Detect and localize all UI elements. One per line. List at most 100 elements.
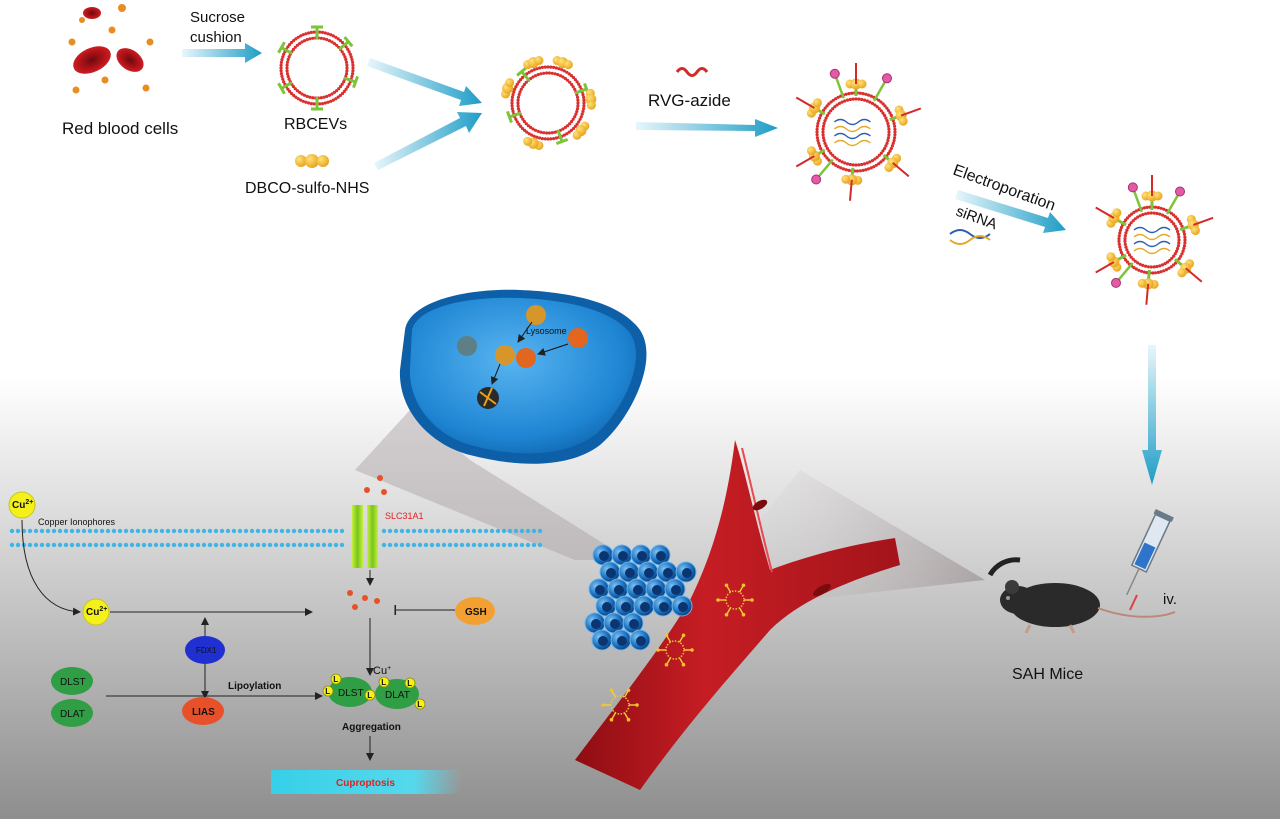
lipid-dot bbox=[311, 36, 315, 40]
sirna-cargo bbox=[1133, 226, 1171, 234]
mini-ev-ball bbox=[724, 583, 729, 588]
dbco-ball bbox=[586, 100, 596, 110]
cell-nucleus bbox=[637, 551, 647, 561]
lipid-dot bbox=[279, 60, 283, 64]
membrane-lipid bbox=[147, 542, 153, 548]
lipid-dot bbox=[836, 165, 840, 169]
lipid-dot bbox=[1172, 254, 1176, 258]
lipid-dot bbox=[325, 94, 329, 98]
lipid-dot bbox=[865, 161, 869, 165]
lipid-dot bbox=[511, 93, 515, 97]
lipid-dot bbox=[343, 55, 347, 59]
lipid-dot bbox=[1176, 229, 1180, 234]
membrane-lipid bbox=[135, 528, 141, 534]
lipid-dot bbox=[285, 63, 289, 67]
lipid-dot bbox=[578, 117, 582, 121]
membrane-lipid bbox=[471, 542, 477, 548]
lipid-dot bbox=[581, 93, 585, 97]
membrane-lipid bbox=[435, 528, 441, 534]
lipid-dot bbox=[1182, 246, 1186, 250]
lipid-dot bbox=[327, 39, 332, 43]
lipid-dot bbox=[569, 128, 573, 132]
membrane-lipid bbox=[51, 528, 57, 534]
lipid-dot bbox=[1126, 226, 1130, 230]
zoom-beam-cell bbox=[355, 410, 630, 560]
membrane-lipid bbox=[507, 542, 513, 548]
membrane-lipid bbox=[471, 528, 477, 534]
lipid-dot bbox=[1162, 207, 1166, 211]
lipid-dot bbox=[535, 67, 539, 71]
mini-ev-ligand bbox=[666, 635, 672, 643]
lipid-dot bbox=[881, 111, 885, 115]
lipid-dot bbox=[1164, 268, 1168, 272]
membrane-lipid bbox=[39, 528, 45, 534]
lipid-dot bbox=[893, 130, 897, 134]
dbco-ball bbox=[505, 78, 515, 88]
mini-ev-ligand bbox=[678, 635, 684, 643]
lipid-dot bbox=[1175, 249, 1179, 253]
lipid-dot bbox=[858, 169, 862, 173]
copper-ions-extracellular bbox=[364, 475, 387, 495]
syringe-icon bbox=[1126, 509, 1174, 611]
dbco-molecule bbox=[295, 154, 329, 168]
dbco-ball bbox=[812, 98, 822, 108]
lipid-dot bbox=[291, 84, 295, 89]
lipid-dot bbox=[835, 103, 839, 107]
lipid-dot bbox=[291, 47, 295, 52]
lipid-dot bbox=[351, 72, 355, 76]
membrane-lipid bbox=[429, 542, 435, 548]
membrane-lipid bbox=[423, 542, 429, 548]
loaded-rbcev-vesicle bbox=[1095, 175, 1214, 305]
mini-ev-ball bbox=[681, 633, 686, 638]
membrane-lipid bbox=[453, 528, 459, 534]
lipid-dot bbox=[570, 82, 574, 87]
lipid-dot bbox=[890, 144, 894, 148]
membrane-lipid bbox=[477, 542, 483, 548]
lipid-dot bbox=[510, 107, 514, 111]
membrane-lipid bbox=[171, 542, 177, 548]
lipid-dot bbox=[843, 99, 847, 103]
label-sah-mice: SAH Mice bbox=[1012, 666, 1083, 683]
rvg-rbcev-vesicle bbox=[795, 63, 922, 201]
membrane-lipid bbox=[531, 542, 537, 548]
membrane-lipid bbox=[327, 542, 333, 548]
label-gsh: GSH bbox=[465, 607, 487, 618]
lipid-dot bbox=[1146, 265, 1150, 269]
lipid-dot bbox=[516, 107, 521, 111]
microglia-cluster bbox=[584, 544, 697, 651]
lipid-dot bbox=[527, 70, 531, 74]
lipid-dot bbox=[279, 69, 283, 73]
membrane-lipid bbox=[105, 542, 111, 548]
lipid-dot bbox=[886, 136, 891, 140]
lipid-dot bbox=[831, 162, 835, 166]
dbco-ball bbox=[1106, 252, 1116, 262]
membrane-lipid bbox=[81, 528, 87, 534]
lipid-dot bbox=[329, 99, 333, 103]
lipid-dot bbox=[821, 124, 826, 128]
dbco-ball bbox=[563, 60, 573, 70]
lipid-dot bbox=[299, 34, 303, 38]
lipid-dot bbox=[345, 66, 349, 70]
lipid-dot bbox=[1149, 265, 1153, 269]
lipid-dot bbox=[879, 151, 883, 155]
arrow-rbcev-to-conjugate bbox=[367, 58, 482, 106]
membrane-lipid bbox=[429, 528, 435, 534]
lipid-dot bbox=[848, 162, 852, 167]
lipid-dot bbox=[281, 55, 285, 59]
lipid-dot bbox=[889, 147, 893, 151]
membrane-lipid bbox=[225, 528, 231, 534]
lipid-dot bbox=[875, 105, 879, 109]
lipid-dot bbox=[1123, 239, 1127, 243]
lipid-dot bbox=[834, 97, 838, 101]
lipid-dot bbox=[531, 75, 535, 79]
lipid-dot bbox=[582, 101, 586, 105]
cu2-ion-intracellular bbox=[82, 598, 110, 626]
lipid-dot bbox=[818, 116, 822, 120]
lipid-dot bbox=[319, 96, 323, 100]
copper-ions-intracellular bbox=[347, 590, 380, 610]
lipid-dot bbox=[542, 131, 546, 135]
membrane-lipid bbox=[237, 528, 243, 534]
lipid-dot bbox=[308, 95, 312, 99]
lipid-dot bbox=[293, 45, 297, 49]
membrane-lipid bbox=[57, 528, 63, 534]
